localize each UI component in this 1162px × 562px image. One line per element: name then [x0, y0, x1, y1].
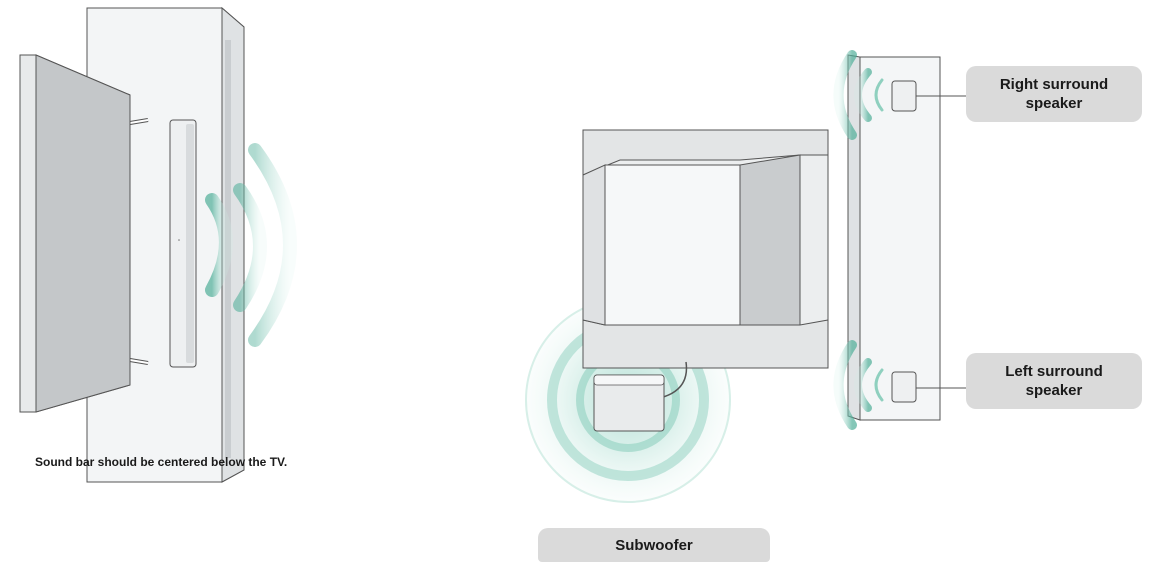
right-surround-label-text: Right surround speaker: [999, 76, 1109, 112]
left-surround-speaker: [891, 371, 966, 403]
subwoofer-label-text: Subwoofer: [615, 536, 693, 554]
left-surround-label-text: Left surround speaker: [1005, 363, 1103, 399]
sound-waves-front: [205, 143, 297, 347]
right-wall: [847, 54, 941, 421]
tv: [19, 54, 149, 413]
left-surround-label: Left surround speaker: [966, 353, 1142, 409]
couch: [582, 129, 829, 369]
soundbar-caption: Sound bar should be centered below the T…: [35, 455, 288, 469]
subwoofer-label: Subwoofer: [538, 528, 770, 562]
right-surround-speaker: [891, 80, 966, 112]
subwoofer: [593, 361, 688, 432]
left-surround-waves: [833, 340, 884, 430]
right-surround-label: Right surround speaker: [966, 66, 1142, 122]
right-surround-waves: [833, 50, 884, 140]
sound-bar: [169, 119, 197, 368]
